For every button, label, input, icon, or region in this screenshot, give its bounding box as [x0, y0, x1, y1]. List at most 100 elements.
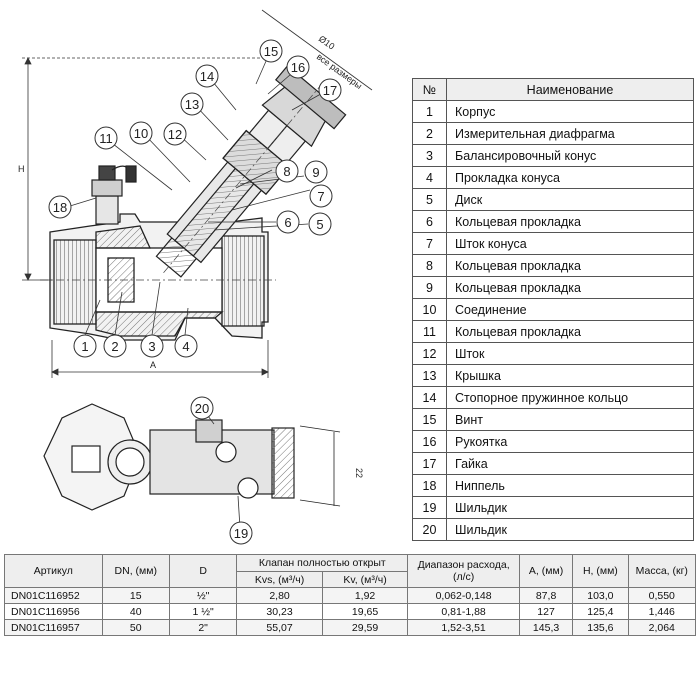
svg-text:7: 7 — [317, 189, 324, 204]
callout-3: 3 — [140, 334, 164, 358]
svg-text:2: 2 — [111, 339, 118, 354]
part-no: 18 — [412, 474, 447, 497]
callout-5: 5 — [308, 212, 332, 236]
svg-text:20: 20 — [195, 401, 209, 416]
spec-d: ½" — [168, 587, 238, 604]
part-no: 2 — [412, 122, 447, 145]
part-no: 3 — [412, 144, 447, 167]
spec-dn: 15 — [101, 587, 170, 604]
part-name: Крышка — [446, 364, 694, 387]
svg-text:17: 17 — [323, 83, 337, 98]
part-no: 14 — [412, 386, 447, 409]
part-no: 8 — [412, 254, 447, 277]
spec-a: 145,3 — [518, 619, 574, 636]
part-name: Корпус — [446, 100, 694, 123]
part-no: 9 — [412, 276, 447, 299]
part-name: Прокладка конуса — [446, 166, 694, 189]
table-row: DN01C116957 50 2" 55,07 29,59 1,52-3,51 … — [4, 619, 697, 636]
part-name: Балансировочный конус — [446, 144, 694, 167]
callout-4: 4 — [174, 334, 198, 358]
specs-header-a: A, (мм) — [518, 554, 574, 588]
spec-dn: 40 — [101, 603, 170, 620]
parts-table-header: № Наименование — [412, 78, 694, 101]
callout-7: 7 — [309, 184, 333, 208]
spec-range: 0,81-1,88 — [407, 603, 520, 620]
callout-13: 13 — [180, 92, 204, 116]
callout-2: 2 — [103, 334, 127, 358]
valve-section-view — [40, 213, 276, 341]
svg-text:9: 9 — [312, 165, 319, 180]
part-no: 16 — [412, 430, 447, 453]
dimension-d10-label: Ø10 — [317, 34, 337, 52]
spec-kvs: 55,07 — [236, 619, 323, 636]
part-no: 7 — [412, 232, 447, 255]
svg-text:12: 12 — [168, 127, 182, 142]
part-name: Шток конуса — [446, 232, 694, 255]
valve-plan-view — [43, 403, 341, 511]
part-name: Рукоятка — [446, 430, 694, 453]
part-no: 20 — [412, 518, 447, 541]
spec-d: 2" — [168, 619, 238, 636]
part-name: Диск — [446, 188, 694, 211]
dimension-lines — [22, 9, 373, 378]
spec-h: 135,6 — [572, 619, 629, 636]
specs-header-flow-range-line2: (л/с) — [452, 571, 475, 583]
part-name: Стопорное пружинное кольцо — [446, 386, 694, 409]
part-name: Кольцевая прокладка — [446, 254, 694, 277]
svg-text:11: 11 — [99, 131, 113, 146]
callout-8: 8 — [275, 159, 299, 183]
callout-16: 16 — [286, 55, 310, 79]
specs-header-d: D — [168, 554, 238, 588]
svg-text:3: 3 — [148, 339, 155, 354]
callout-1: 1 — [73, 334, 97, 358]
spec-mass: 0,550 — [627, 587, 697, 604]
spec-range: 1,52-3,51 — [407, 619, 520, 636]
specs-header-flow-range-line1: Диапазон расхода, — [417, 559, 510, 571]
part-name: Кольцевая прокладка — [446, 320, 694, 343]
svg-text:19: 19 — [234, 526, 248, 541]
spec-dn: 50 — [101, 619, 170, 636]
svg-text:15: 15 — [264, 44, 278, 59]
callout-9: 9 — [304, 160, 328, 184]
callout-17: 17 — [318, 78, 342, 102]
svg-text:14: 14 — [200, 69, 214, 84]
callout-10: 10 — [129, 121, 153, 145]
specs-header-dn: DN, (мм) — [101, 554, 170, 588]
spec-article: DN01C116952 — [4, 587, 103, 604]
spec-kvs: 30,23 — [236, 603, 323, 620]
svg-text:13: 13 — [185, 97, 199, 112]
dimension-22-label: 22 — [354, 468, 364, 478]
callout-14: 14 — [195, 64, 219, 88]
callout-15: 15 — [259, 39, 283, 63]
specs-header-kvs: Kvs, (м³/ч) — [236, 571, 323, 588]
svg-text:1: 1 — [81, 339, 88, 354]
callout-11: 11 — [94, 126, 118, 150]
specs-header-row-1: Артикул DN, (мм) D Клапан полностью откр… — [4, 554, 697, 588]
specifications-table: Артикул DN, (мм) D Клапан полностью откр… — [4, 554, 697, 636]
callout-18: 18 — [48, 195, 72, 219]
part-name: Соединение — [446, 298, 694, 321]
part-no: 19 — [412, 496, 447, 519]
part-name: Измерительная диафрагма — [446, 122, 694, 145]
part-name: Шильдик — [446, 518, 694, 541]
parts-header-name: Наименование — [446, 78, 694, 101]
spec-range: 0,062-0,148 — [407, 587, 520, 604]
callout-6: 6 — [276, 210, 300, 234]
callout-bubbles: 1 2 3 4 5 6 7 8 9 10 11 12 13 14 15 16 1… — [48, 39, 342, 545]
specs-header-h: H, (мм) — [572, 554, 629, 588]
spec-kv: 29,59 — [321, 619, 409, 636]
left-thread — [53, 239, 97, 325]
spec-mass: 2,064 — [627, 619, 697, 636]
part-no: 11 — [412, 320, 447, 343]
spec-kvs: 2,80 — [236, 587, 323, 604]
